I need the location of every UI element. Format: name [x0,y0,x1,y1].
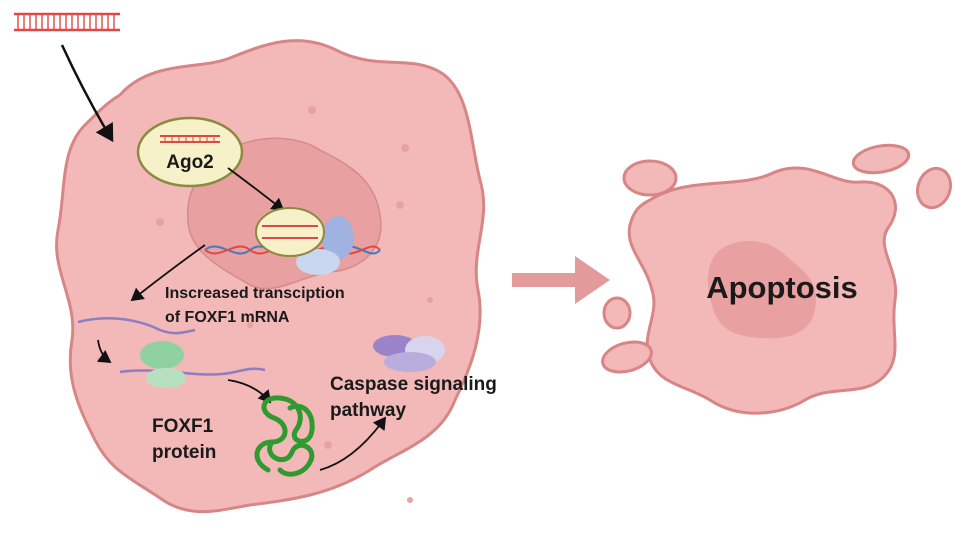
ago2-complex-icon [136,116,244,188]
ribosome-icon [140,341,186,388]
foxf1-label-line1: FOXF1 [152,416,214,437]
folded-protein-icon [254,395,315,477]
mrna-strand [77,317,196,335]
transcription-label-line1: Inscreased transciption [165,285,345,302]
sirna-duplex-icon [14,12,120,32]
foxf1-label-line2: protein [152,442,216,463]
caspase-arrow [319,416,387,471]
apoptotic-nucleus [707,240,816,339]
ago2-to-nucleus-arrow [227,167,285,212]
transcription-label-line2: of FOXF1 mRNA [165,309,290,326]
cytoplasm-granules [97,106,433,503]
transcription-arrow [130,244,206,302]
nuclear-proteins-icon [255,207,354,275]
uptake-arrow [60,44,114,143]
progression-arrow [512,256,610,304]
ago2-label: Ago2 [166,152,214,173]
flow-arrows [60,44,387,471]
apoptosis-label: Apoptosis [706,270,858,305]
caspase-label-line1: Caspase signaling [330,374,497,395]
translation-arrow-1 [97,339,112,364]
caspase-label-line2: pathway [330,400,406,421]
apoptotic-bodies [601,143,953,374]
mrna-strand-translating [119,367,266,376]
caspase-complex-icon [373,335,445,372]
